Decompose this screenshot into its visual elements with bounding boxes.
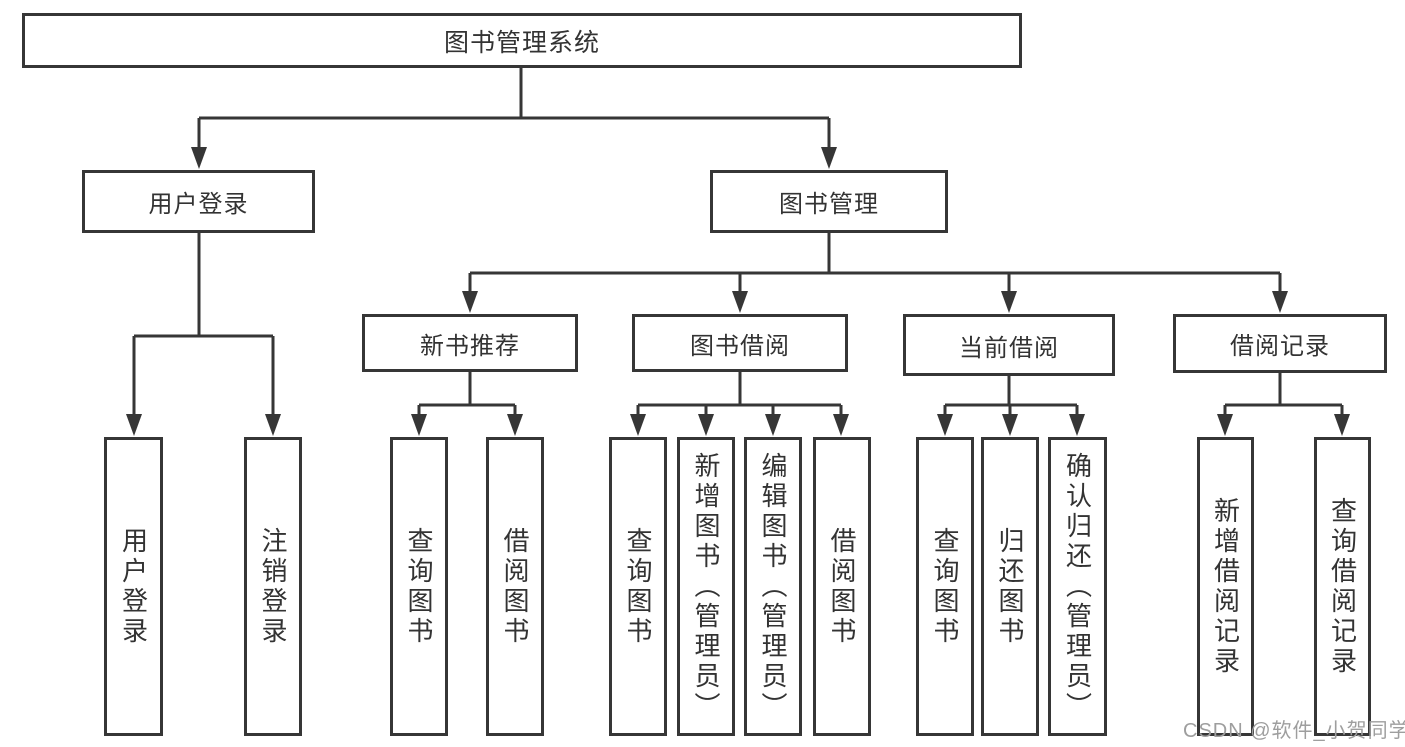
- leaf-borrow-books-recommend-label: 借阅图书: [500, 526, 530, 647]
- node-current-borrow-label: 当前借阅: [959, 334, 1059, 362]
- leaf-borrow-books-recommend: 借阅图书: [486, 437, 544, 736]
- node-book-management: 图书管理: [710, 170, 948, 233]
- node-root: 图书管理系统: [22, 13, 1022, 68]
- tree-edges: [132, 68, 1344, 415]
- leaf-user-login-label: 用户登录: [118, 526, 149, 647]
- node-book-management-label: 图书管理: [779, 191, 879, 218]
- csdn-watermark: CSDN @软件_小贺同学: [1183, 720, 1405, 742]
- leaf-logout-label: 注销登录: [258, 526, 288, 647]
- leaf-query-borrow-record-label: 查询借阅记录: [1327, 496, 1358, 677]
- leaf-query-books-current-label: 查询图书: [930, 526, 960, 647]
- leaf-confirm-return-admin: 确认归还（管理员）: [1048, 437, 1107, 736]
- node-borrow-records-label: 借阅记录: [1230, 333, 1330, 360]
- leaf-edit-book-admin-label: 编辑图书（管理员）: [758, 451, 788, 722]
- leaf-query-books-borrow: 查询图书: [609, 437, 667, 736]
- node-root-label: 图书管理系统: [443, 28, 600, 57]
- leaf-borrow-books-label: 借阅图书: [827, 526, 857, 647]
- leaf-return-books-label: 归还图书: [995, 526, 1025, 647]
- leaf-borrow-books: 借阅图书: [813, 437, 871, 736]
- leaf-add-borrow-record-label: 新增借阅记录: [1210, 496, 1241, 677]
- node-user-login-label: 用户登录: [148, 191, 249, 218]
- leaf-logout: 注销登录: [244, 437, 302, 736]
- leaf-add-book-admin-label: 新增图书（管理员）: [691, 451, 721, 722]
- leaf-query-books-current: 查询图书: [916, 437, 974, 736]
- leaf-query-books-recommend: 查询图书: [390, 437, 448, 736]
- node-user-login: 用户登录: [82, 170, 315, 233]
- leaf-return-books: 归还图书: [981, 437, 1039, 736]
- leaf-edit-book-admin: 编辑图书（管理员）: [744, 437, 802, 736]
- arrowheads: [126, 147, 1350, 436]
- node-current-borrow: 当前借阅: [903, 314, 1115, 376]
- node-borrow-records: 借阅记录: [1173, 314, 1387, 373]
- leaf-query-books-borrow-label: 查询图书: [623, 526, 653, 647]
- node-book-borrow-label: 图书借阅: [690, 332, 790, 360]
- leaf-query-borrow-record: 查询借阅记录: [1314, 437, 1371, 736]
- leaf-query-books-recommend-label: 查询图书: [404, 526, 434, 647]
- node-new-book-recommend: 新书推荐: [362, 314, 578, 372]
- leaf-user-login: 用户登录: [104, 437, 163, 736]
- leaf-add-book-admin: 新增图书（管理员）: [677, 437, 735, 736]
- node-new-book-recommend-label: 新书推荐: [420, 332, 520, 360]
- leaf-confirm-return-admin-label: 确认归还（管理员）: [1062, 451, 1093, 722]
- leaf-add-borrow-record: 新增借阅记录: [1197, 437, 1254, 736]
- node-book-borrow: 图书借阅: [632, 314, 848, 372]
